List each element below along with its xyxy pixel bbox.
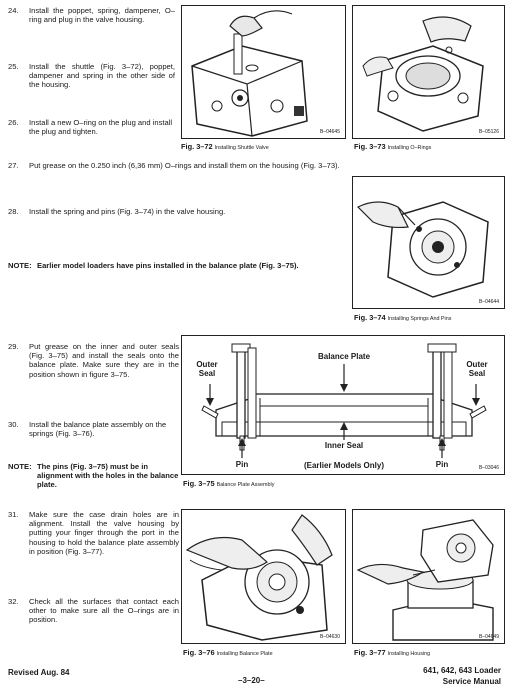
caption-title: Installing Springs And Pins	[387, 316, 452, 322]
caption-3-72: Fig. 3–72 Installing Shuttle Valve	[181, 142, 269, 151]
footer-model: 641, 642, 643 Loader	[423, 666, 501, 675]
caption-3-77: Fig. 3–77 Installing Housing	[354, 648, 430, 657]
caption-fig-number: Fig. 3–73	[354, 142, 386, 151]
caption-fig-number: Fig. 3–75	[183, 479, 215, 488]
caption-title: Installing Housing	[387, 651, 431, 657]
step-text: Install a new O–ring on the plug and ins…	[29, 118, 173, 137]
figure-3-74: B–04644	[352, 176, 505, 309]
figure-3-72: B–04645	[181, 5, 346, 139]
caption-fig-number: Fig. 3–76	[183, 648, 215, 657]
step-number: 28.	[8, 207, 19, 216]
step-number: 32.	[8, 597, 19, 606]
footer-page-number: –3–20–	[238, 676, 265, 685]
step-text: Install the shuttle (Fig. 3–72), poppet,…	[29, 62, 175, 90]
caption-3-75: Fig. 3–75 Balance Plate Assembly	[183, 479, 274, 488]
figure-3-73: B–05126	[352, 5, 505, 139]
step-text: Install the spring and pins (Fig. 3–74) …	[29, 207, 226, 216]
step-number: 31.	[8, 510, 19, 519]
figure-id: B–04645	[319, 129, 340, 135]
shuttle-valve-illustration	[191, 10, 308, 137]
caption-3-76: Fig. 3–76 Installing Balance Plate	[183, 648, 273, 657]
figure-id: B–03046	[478, 465, 499, 471]
caption-3-74: Fig. 3–74 Installing Springs And Pins	[354, 313, 451, 322]
label-earlier-models: (Earlier Models Only)	[303, 461, 385, 470]
figure-id: B–04649	[478, 634, 499, 640]
figure-3-76: B–04630	[181, 509, 346, 644]
note-text: The pins (Fig. 3–75) must be in alignmen…	[37, 462, 179, 490]
step-text: Check all the surfaces that contact each…	[29, 597, 179, 625]
balance-plate-install-illustration	[185, 514, 333, 641]
note-text: Earlier model loaders have pins installe…	[37, 261, 299, 270]
balance-plate-diagram	[201, 343, 487, 458]
caption-fig-number: Fig. 3–77	[354, 648, 386, 657]
caption-title: Balance Plate Assembly	[216, 482, 275, 488]
figure-3-77: B–04649	[352, 509, 505, 644]
step-number: 29.	[8, 342, 19, 351]
step-text: Put grease on the 0.250 inch (6,36 mm) O…	[29, 161, 340, 170]
step-number: 30.	[8, 420, 19, 429]
step-text: Install the poppet, spring, dampener, O–…	[29, 6, 175, 25]
label-outer-seal-left: Outer Seal	[196, 360, 218, 378]
figure-id: B–05126	[478, 129, 499, 135]
label-balance-plate: Balance Plate	[317, 352, 371, 361]
step-number: 24.	[8, 6, 19, 15]
step-text: Install the balance plate assembly on th…	[29, 420, 167, 439]
note-label: NOTE:	[8, 462, 32, 471]
caption-title: Installing O–Rings	[387, 145, 432, 151]
step-text: Make sure the case drain holes are in al…	[29, 510, 179, 556]
caption-title: Installing Shuttle Valve	[214, 145, 269, 151]
footer-revised: Revised Aug. 84	[8, 668, 70, 677]
step-text: Put grease on the inner and outer seals …	[29, 342, 179, 379]
note-label: NOTE:	[8, 261, 32, 270]
caption-title: Installing Balance Plate	[216, 651, 273, 657]
caption-3-73: Fig. 3–73 Installing O–Rings	[354, 142, 431, 151]
o-rings-illustration	[362, 16, 484, 132]
step-number: 27.	[8, 161, 19, 170]
housing-install-illustration	[356, 519, 494, 641]
step-number: 26.	[8, 118, 19, 127]
label-inner-seal: Inner Seal	[324, 441, 364, 450]
footer-manual: Service Manual	[442, 677, 501, 686]
springs-pins-illustration	[356, 201, 489, 298]
figure-id: B–04630	[319, 634, 340, 640]
label-pin-right: Pin	[435, 460, 449, 469]
caption-fig-number: Fig. 3–72	[181, 142, 213, 151]
caption-fig-number: Fig. 3–74	[354, 313, 386, 322]
figure-3-75: Outer Seal Outer Seal Balance Plate Inne…	[181, 335, 505, 475]
step-number: 25.	[8, 62, 19, 71]
label-pin-left: Pin	[235, 460, 249, 469]
figure-id: B–04644	[478, 299, 499, 305]
label-outer-seal-right: Outer Seal	[466, 360, 488, 378]
